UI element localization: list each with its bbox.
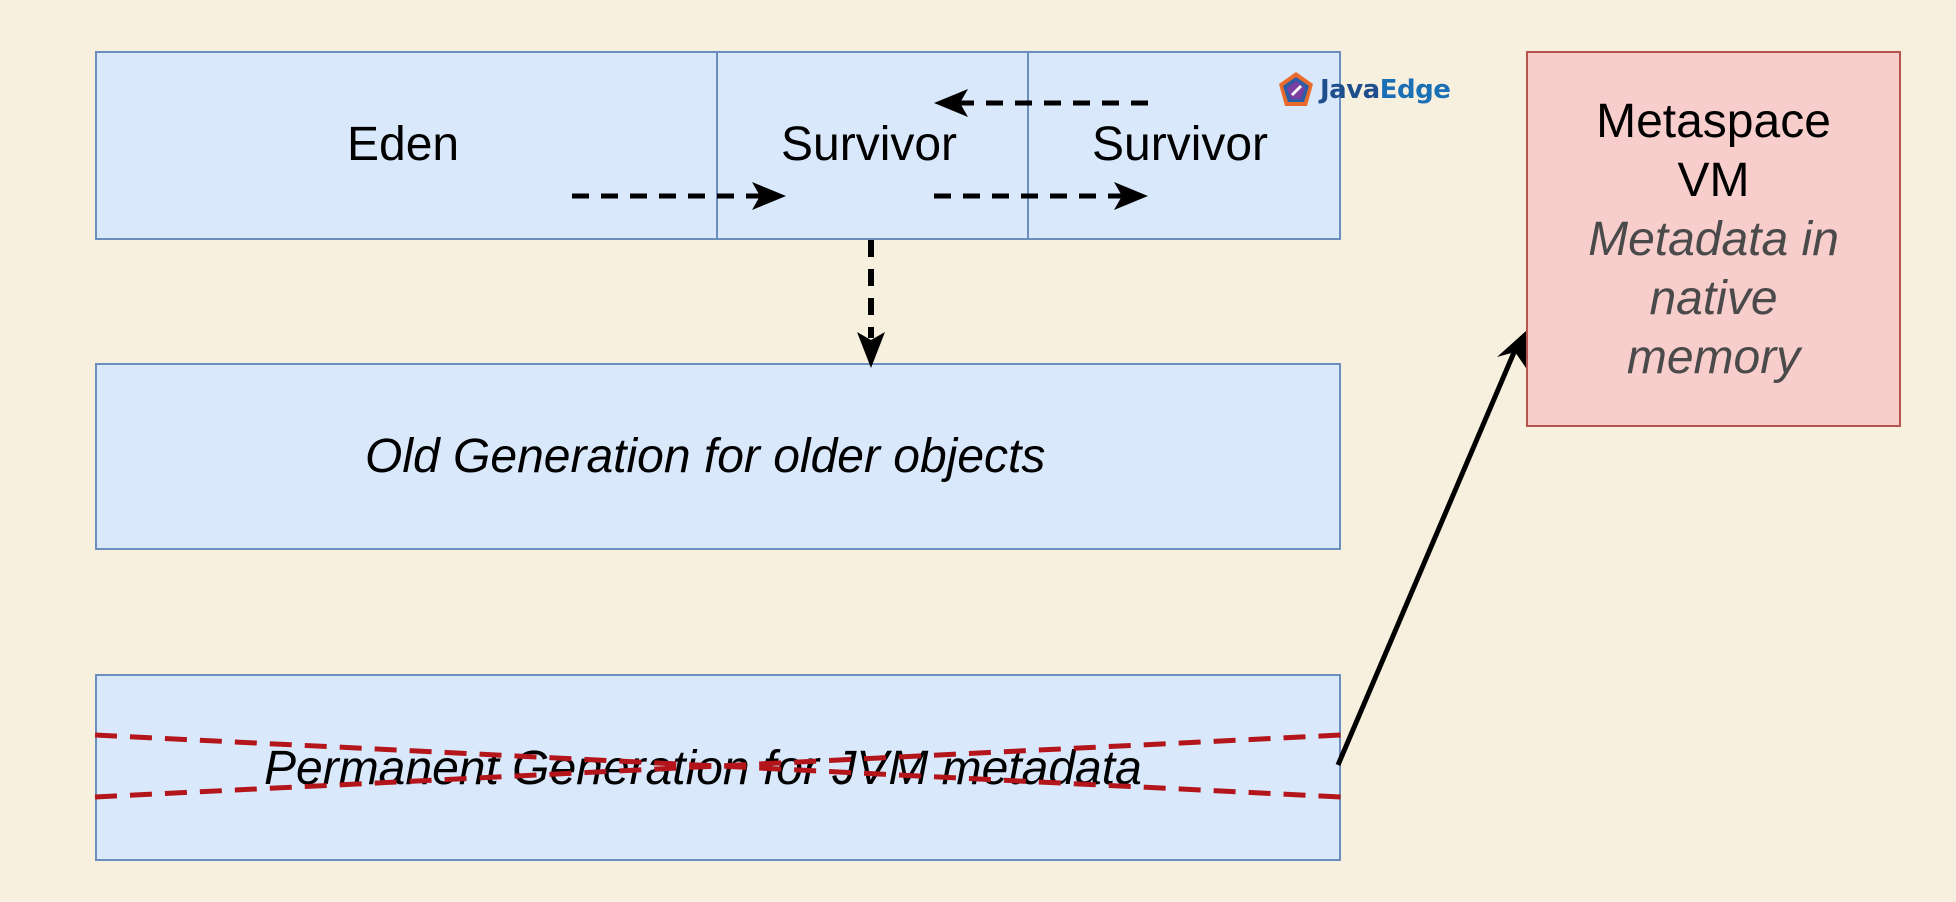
permanent-generation-label: Permanent Generation for JVM metadata [264,742,1142,795]
javaedge-logo: JavaEdge [1276,70,1451,110]
arrow-permanent-to-metaspace [1335,331,1526,766]
old-generation-label: Old Generation for older objects [365,430,1046,483]
javaedge-logo-icon [1279,72,1313,106]
old-generation-box [95,363,1341,550]
survivor-to-label: Survivor [1092,118,1269,171]
logo-text-edge: Edge [1379,75,1451,105]
eden-box [95,51,718,240]
metaspace-subtitle: Metadata in native memory [1588,212,1839,384]
arrow-survivor-to-old-generation [857,240,885,368]
metaspace-box: Metaspace VM Metadata in native memory [1526,51,1901,427]
logo-text-java: Java [1320,75,1380,105]
javaedge-logo-text: JavaEdge [1320,75,1451,105]
metaspace-title-line2: VM [1677,153,1750,207]
survivor-from-label: Survivor [781,118,958,171]
metaspace-title-line1: Metaspace [1596,94,1831,148]
eden-label: Eden [347,118,460,171]
